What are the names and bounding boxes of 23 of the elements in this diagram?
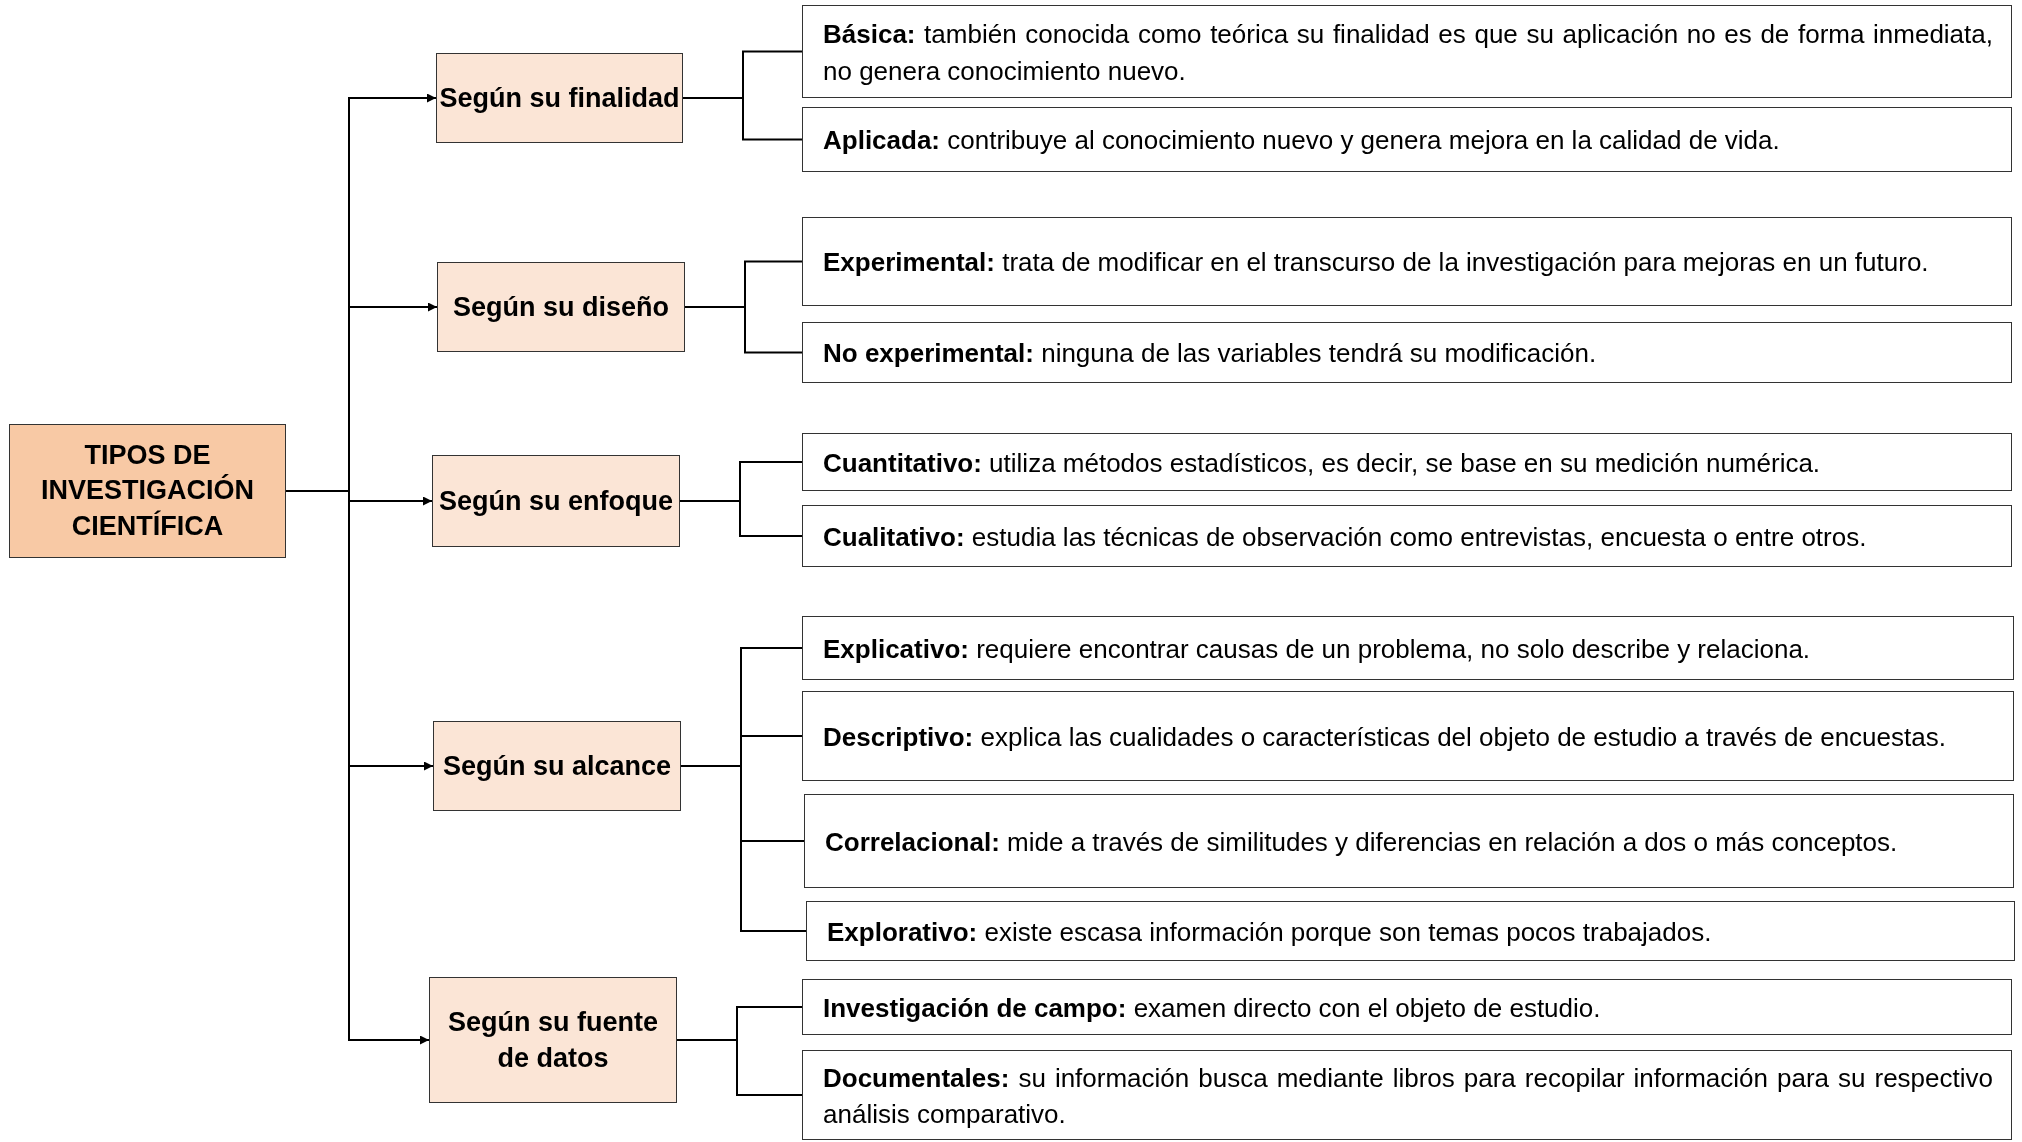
description-box: No experimental: ninguna de las variables tendrá su modificación. (802, 322, 2012, 383)
category-box: Según su enfoque (432, 455, 680, 547)
category-box: Según su alcance (433, 721, 681, 811)
description-box: Investigación de campo: examen directo con el objeto de estudio. (802, 979, 2012, 1035)
connector-line (679, 500, 803, 537)
description-box: Aplicada: contribuye al conocimiento nuevo y genera mejora en la calidad de vida. (802, 107, 2012, 172)
description-box: Descriptivo: explica las cualidades o características del objeto de estudio a través de encuestas. (802, 691, 2014, 781)
connector-line (684, 306, 803, 354)
category-box: Según su diseño (437, 262, 685, 352)
connector-line (680, 765, 807, 932)
category-box: Según su finalidad (436, 53, 683, 143)
connector-line (682, 97, 803, 141)
description-box: Explicativo: requiere encontrar causas de un problema, no solo describe y relaciona. (802, 616, 2014, 680)
category-box: Según su fuente de datos (429, 977, 677, 1103)
topic-box: TIPOS DE INVESTIGACIÓN CIENTÍFICA (9, 424, 286, 558)
description-box: Documentales: su información busca mediante libros para recopilar información para su respectivo análisis comparativo. (802, 1050, 2012, 1140)
description-box: Explorativo: existe escasa información porque son temas pocos trabajados. (806, 901, 2015, 961)
connector-line (676, 1039, 803, 1096)
description-box: Cualitativo: estudia las técnicas de observación como entrevistas, encuesta o entre otros. (802, 505, 2012, 567)
description-box: Cuantitativo: utiliza métodos estadísticos, es decir, se base en su medición numérica. (802, 433, 2012, 491)
description-box: Correlacional: mide a través de similitudes y diferencias en relación a dos o más conceptos. (804, 794, 2014, 888)
description-box: Experimental: trata de modificar en el transcurso de la investigación para mejoras en un futuro. (802, 217, 2012, 306)
description-box: Básica: también conocida como teórica su finalidad es que su aplicación no es de forma inmediata, no genera conocimiento nuevo. (802, 5, 2012, 98)
